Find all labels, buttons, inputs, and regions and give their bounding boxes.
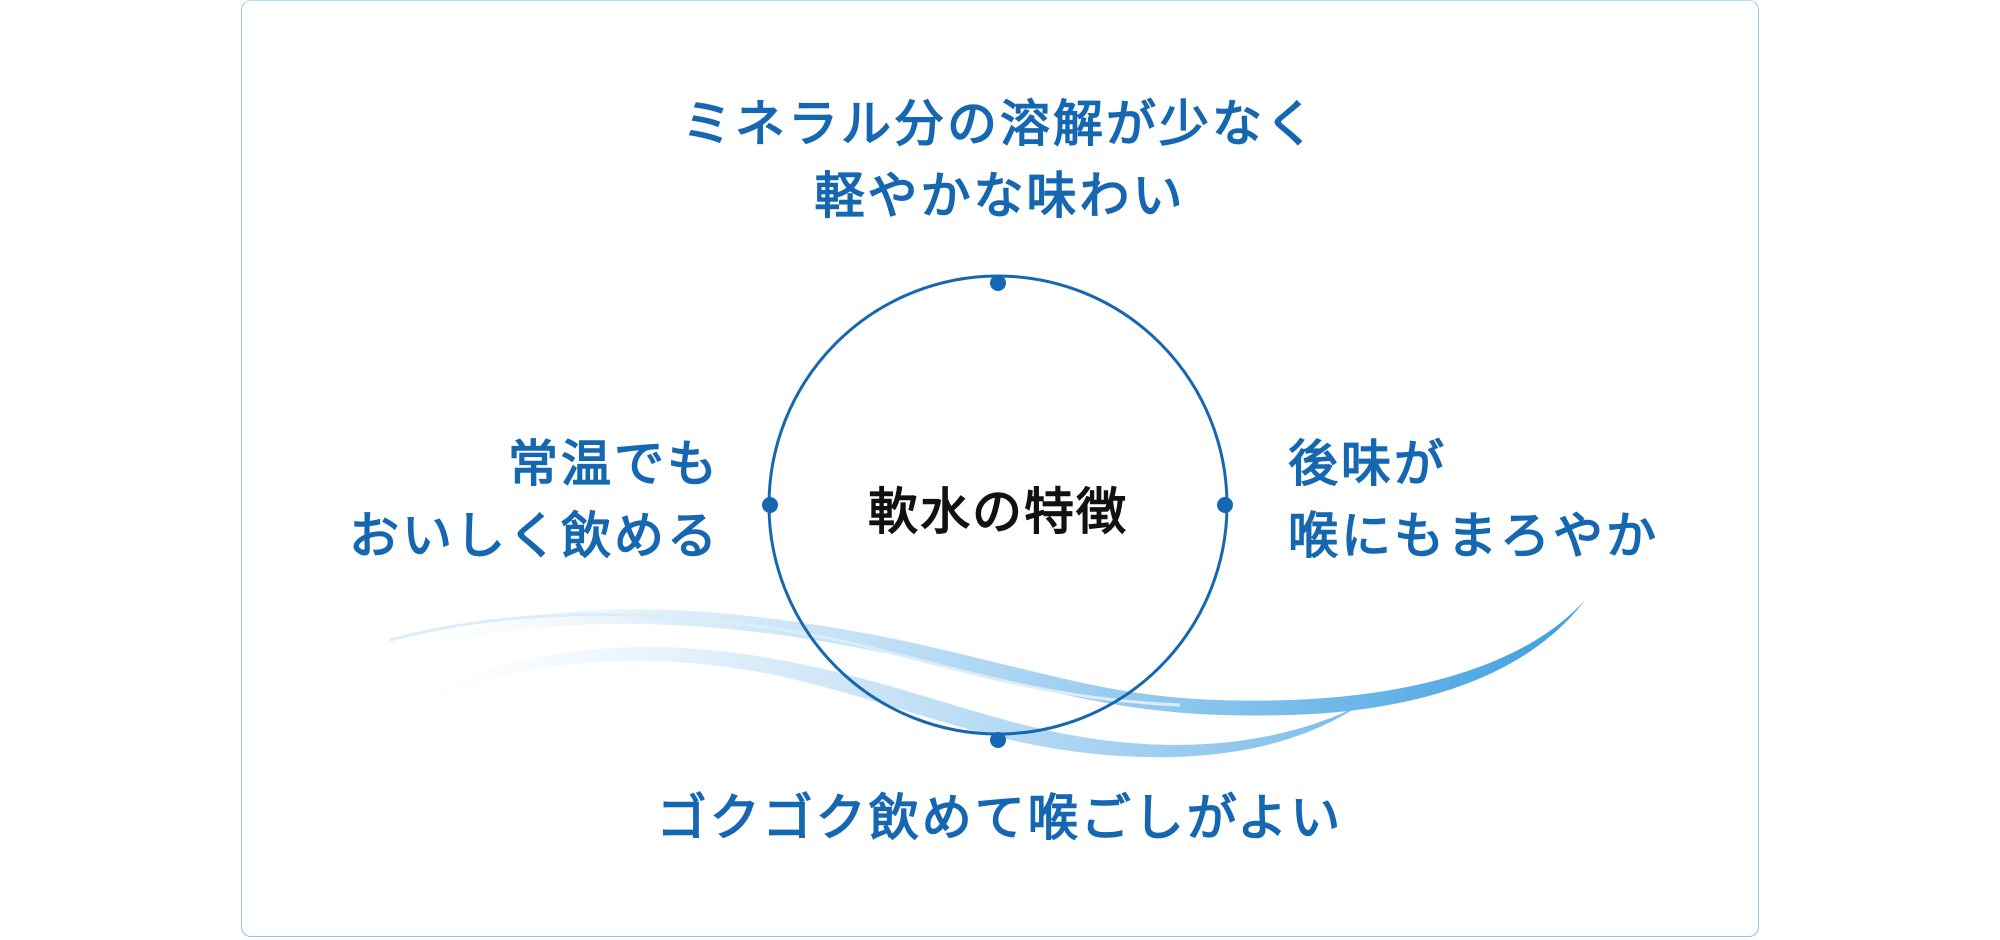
top-feature-label: ミネラル分の溶解が少なく 軽やかな味わい	[600, 88, 1400, 232]
top-feature-line1: ミネラル分の溶解が少なく	[682, 94, 1318, 153]
card-frame	[241, 0, 1759, 937]
wave-decoration-faint	[389, 613, 1181, 707]
wave-decoration-thin	[355, 646, 1360, 758]
right-node-dot	[1217, 497, 1233, 513]
left-feature-line1: 常温でも	[508, 434, 720, 493]
right-feature-label: 後味が 喉にもまろやか	[1288, 428, 1708, 572]
top-node-dot	[990, 275, 1006, 291]
bottom-feature-line1: ゴクゴク飲めて喉ごしがよい	[656, 788, 1344, 847]
left-node-dot	[762, 497, 778, 513]
left-feature-label: 常温でも おいしく飲める	[300, 428, 720, 572]
top-feature-line2: 軽やかな味わい	[814, 166, 1186, 225]
right-feature-line2: 喉にもまろやか	[1288, 506, 1659, 565]
bottom-feature-label: ゴクゴク飲めて喉ごしがよい	[600, 782, 1400, 854]
right-feature-line1: 後味が	[1288, 434, 1447, 493]
center-title: 軟水の特徴	[868, 482, 1128, 541]
left-feature-line2: おいしく飲める	[349, 506, 720, 565]
bottom-node-dot	[990, 732, 1006, 748]
